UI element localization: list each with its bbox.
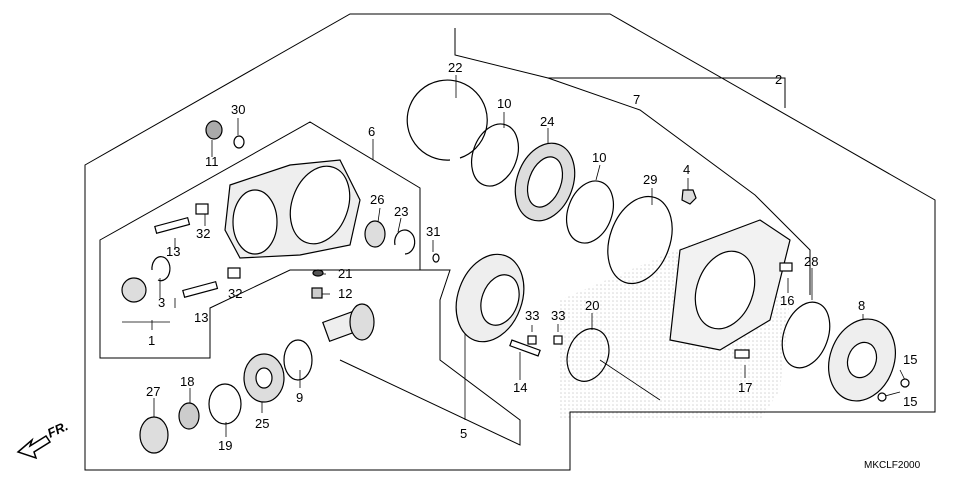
plug-12 (311, 287, 323, 299)
washer-31 (432, 253, 440, 263)
callout-23: 23 (394, 204, 408, 219)
diagram-code: MKCLF2000 (864, 460, 921, 471)
callout-8: 8 (858, 298, 865, 313)
bolt-17 (734, 349, 750, 359)
callout-14: 14 (513, 380, 527, 395)
callout-9: 9 (296, 390, 303, 405)
boundary-gear (330, 269, 521, 446)
pin-21 (312, 269, 324, 277)
parts (121, 79, 910, 454)
callout-27: 27 (146, 384, 160, 399)
washer-19 (208, 383, 242, 425)
callout-33a: 33 (525, 308, 539, 323)
boundary-cover (454, 28, 811, 295)
callout-7: 7 (633, 92, 640, 107)
snap-ring-22 (406, 79, 488, 161)
o-ring-10a (471, 123, 519, 187)
clip-3 (151, 256, 171, 282)
nut-4 (681, 189, 697, 205)
o-ring-10b (566, 180, 614, 244)
callout-5: 5 (460, 426, 467, 441)
o-ring-28 (781, 301, 831, 369)
o-ring-20 (566, 328, 610, 382)
pin-33a (527, 335, 537, 345)
callout-labels: 1 2 3 4 5 6 7 8 9 10 10 11 12 13 13 14 1… (146, 60, 917, 453)
callout-25: 25 (255, 416, 269, 431)
callout-10b: 10 (592, 150, 606, 165)
nut-18 (178, 402, 200, 430)
callout-24: 24 (540, 114, 554, 129)
callout-2: 2 (775, 72, 782, 87)
assembly-boundaries (84, 13, 936, 471)
callout-22: 22 (448, 60, 462, 75)
pin-33b (553, 335, 563, 345)
callout-11: 11 (205, 154, 219, 169)
front-arrow-icon (16, 434, 52, 460)
collar-32b (227, 267, 241, 279)
stud-13a (154, 216, 191, 234)
bolt-16 (779, 262, 793, 272)
boundary-outer (84, 13, 936, 471)
callout-19: 19 (218, 438, 232, 453)
callout-32b: 32 (228, 286, 242, 301)
o-ring-29 (607, 195, 673, 285)
callout-28: 28 (804, 254, 818, 269)
bearing-1 (121, 277, 147, 303)
callout-32a: 32 (196, 226, 210, 241)
callout-12: 12 (338, 286, 352, 301)
callout-16: 16 (780, 293, 794, 308)
stud-13b (182, 280, 219, 298)
seal-27 (139, 416, 169, 454)
callout-17: 17 (738, 380, 752, 395)
callout-18: 18 (180, 374, 194, 389)
callout-15a: 15 (903, 352, 917, 367)
callout-13a: 13 (166, 244, 180, 259)
leader-lines (122, 75, 906, 437)
callout-15b: 15 (903, 394, 917, 409)
boundary-case (99, 121, 421, 359)
ring-30 (233, 135, 245, 149)
o-ring-9 (283, 339, 313, 381)
bolt-15b (877, 392, 887, 402)
callout-26: 26 (370, 192, 384, 207)
callout-30: 30 (231, 102, 245, 117)
callout-21: 21 (338, 266, 352, 281)
collar-32a (195, 203, 209, 215)
stud-14 (509, 339, 541, 357)
callout-29: 29 (643, 172, 657, 187)
boundary-cover-b (548, 77, 786, 108)
callout-10a: 10 (497, 96, 511, 111)
clip-23 (394, 229, 416, 255)
callout-1: 1 (148, 333, 155, 348)
front-arrow-label: FR. (45, 418, 70, 440)
callout-3: 3 (158, 295, 165, 310)
callout-31: 31 (426, 224, 440, 239)
callout-4: 4 (683, 162, 690, 177)
callout-13b: 13 (194, 310, 208, 325)
callout-6: 6 (368, 124, 375, 139)
callout-20: 20 (585, 298, 599, 313)
bearing-26 (364, 220, 386, 248)
bolt-15a (900, 378, 910, 388)
seal-11 (205, 120, 223, 140)
callout-33b: 33 (551, 308, 565, 323)
front-arrow: FR. (16, 418, 70, 460)
